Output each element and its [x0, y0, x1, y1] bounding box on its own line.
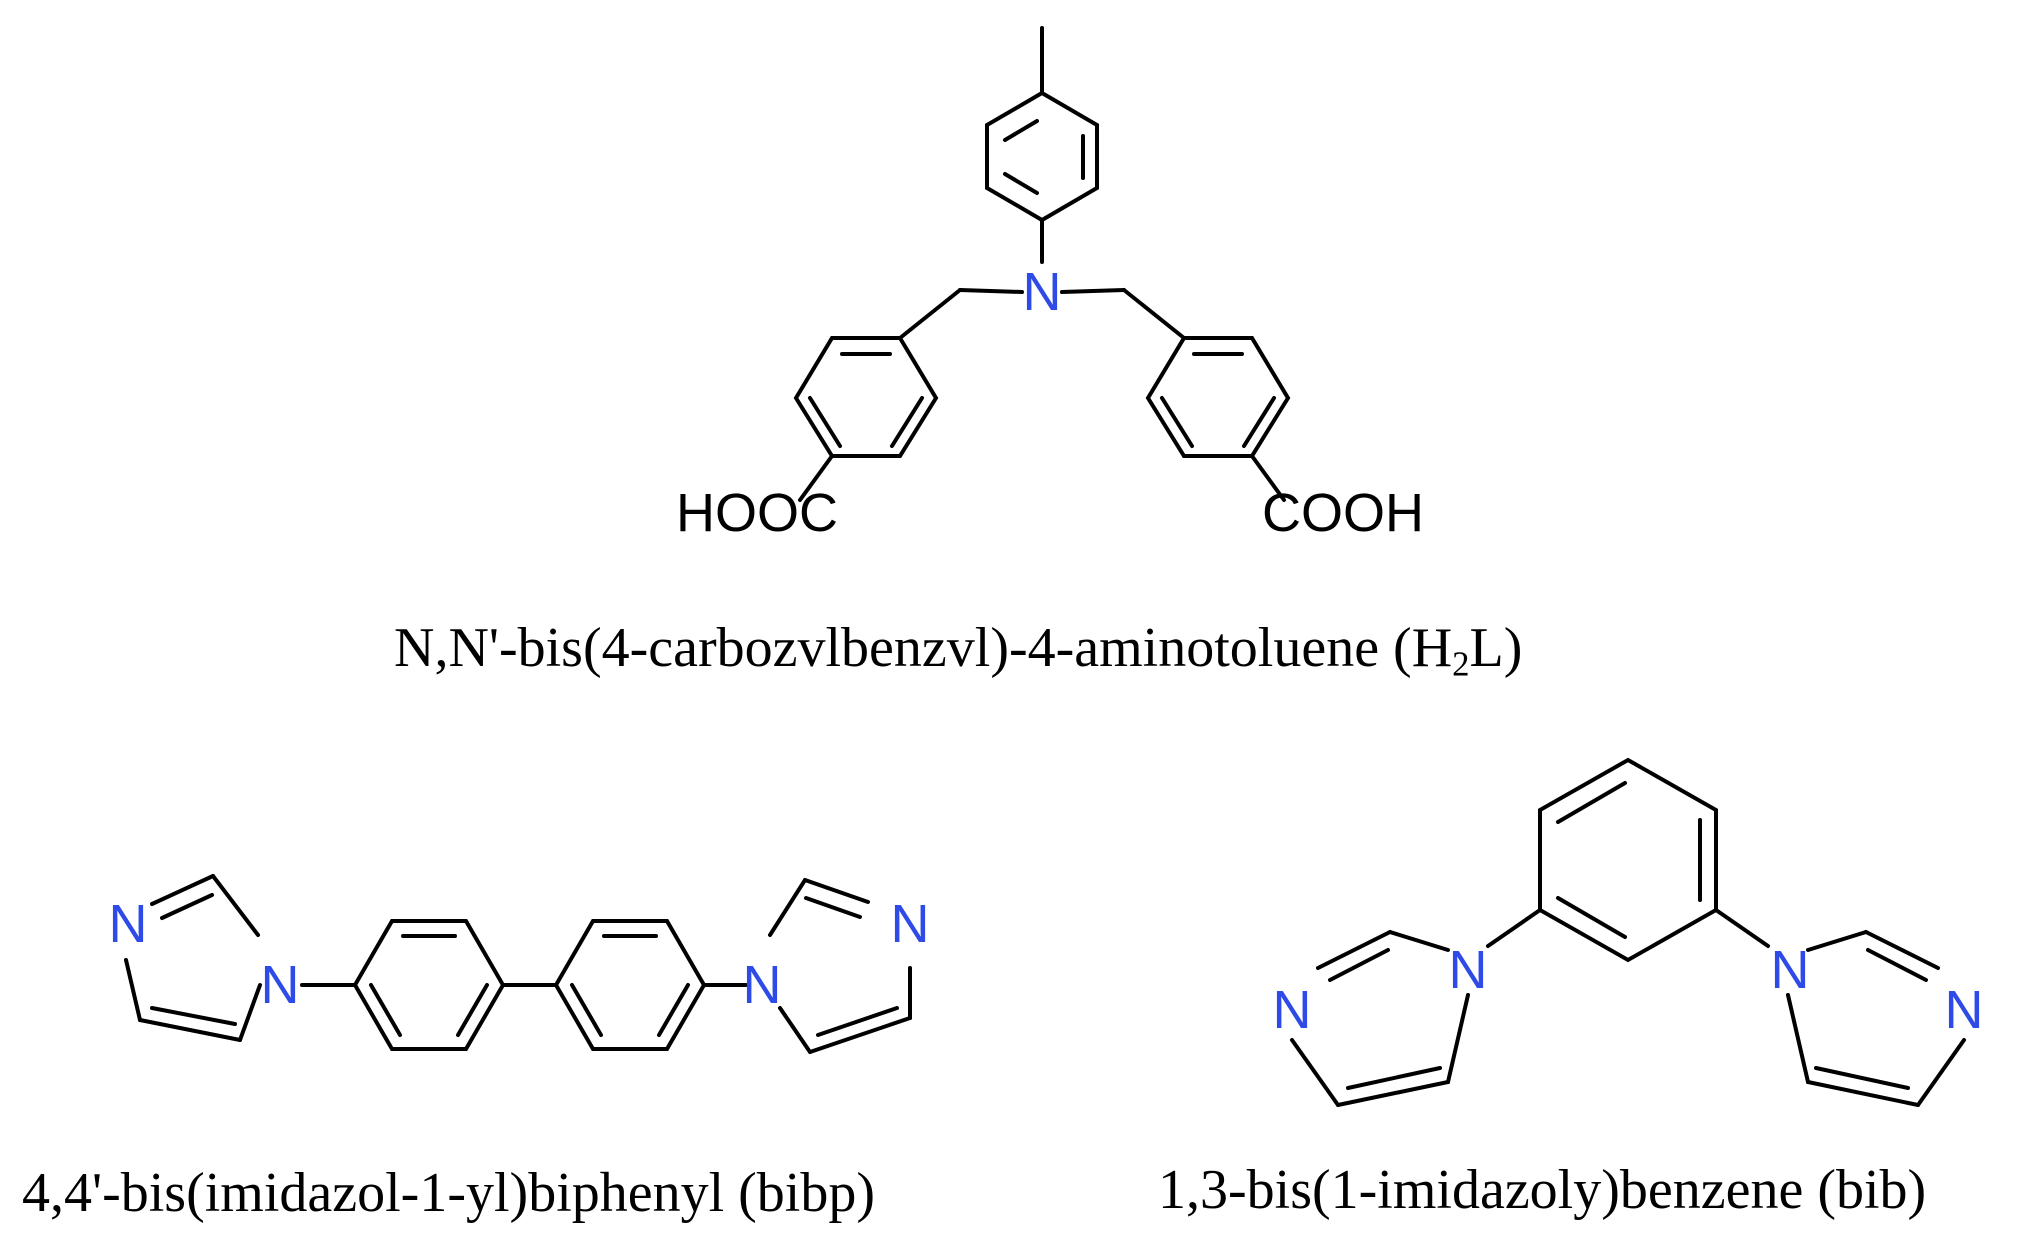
bibp-caption: 4,4'-bis(imidazol-1-yl)biphenyl (bibp): [22, 1165, 875, 1221]
bibp-n4-atom-label: N: [891, 894, 930, 954]
h2l-ch2-right-ring-bond: [1122, 288, 1186, 340]
h2l-left-carboxyl-label: HOOC: [676, 483, 838, 543]
h2l-left-cooh-bond: [798, 454, 834, 502]
bibp-right-imidazole-ring: [768, 878, 912, 1054]
h2l-ch2-left-ring-bond: [898, 288, 962, 340]
bib-ring-n-right-bond: [1714, 908, 1770, 948]
h2l-right-carboxyl-label: COOH: [1262, 483, 1424, 543]
bib-benzene-ring: [1538, 757, 1718, 963]
h2l-right-cooh-bond: [1250, 454, 1286, 502]
h2l-caption-subscript: 2: [1452, 644, 1470, 684]
bib-caption: 1,3-bis(1-imidazoly)benzene (bib): [1158, 1162, 1926, 1218]
bibp-n1-atom-label: N: [109, 894, 148, 954]
h2l-caption-end: L): [1469, 617, 1523, 679]
h2l-tolyl-ring: [985, 90, 1099, 223]
h2l-structure: N HOOC COOH: [676, 26, 1424, 543]
h2l-left-benzoic-ring: [793, 336, 939, 458]
bibp-structure: N N N N: [109, 874, 930, 1054]
bibp-phenyl-ring-2: [553, 919, 707, 1051]
bib-n2-atom-label: N: [1449, 940, 1488, 1000]
h2l-n-ch2-left-bond: [958, 288, 1024, 294]
bibp-n3-atom-label: N: [743, 955, 782, 1015]
bib-caption-name: 1,3-bis(1-imidazoly)benzene (bib): [1158, 1159, 1927, 1221]
bib-n3-atom-label: N: [1771, 940, 1810, 1000]
h2l-n-atom-label: N: [1023, 262, 1062, 322]
h2l-caption: N,N'-bis(4-carbozvlbenzvl)-4-aminotoluen…: [394, 620, 1522, 682]
bib-right-imidazole-ring: [1786, 930, 1966, 1107]
bibp-caption-name: 4,4'-bis(imidazol-1-yl)biphenyl (bibp): [22, 1162, 876, 1224]
bibp-left-imidazole-ring: [124, 874, 262, 1042]
h2l-caption-name: N,N'-bis(4-carbozvlbenzvl)-4-aminotoluen…: [394, 617, 1453, 679]
bib-ring-n-left-bond: [1486, 908, 1542, 948]
h2l-n-ch2-right-bond: [1060, 288, 1126, 294]
bibp-phenyl-ring-1: [352, 919, 506, 1051]
h2l-right-benzoic-ring: [1145, 336, 1291, 458]
bib-n1-atom-label: N: [1273, 980, 1312, 1040]
bib-structure: N N N N: [1273, 757, 1984, 1107]
bibp-n2-atom-label: N: [261, 955, 300, 1015]
bib-left-imidazole-ring: [1290, 930, 1470, 1107]
bib-n4-atom-label: N: [1945, 980, 1984, 1040]
